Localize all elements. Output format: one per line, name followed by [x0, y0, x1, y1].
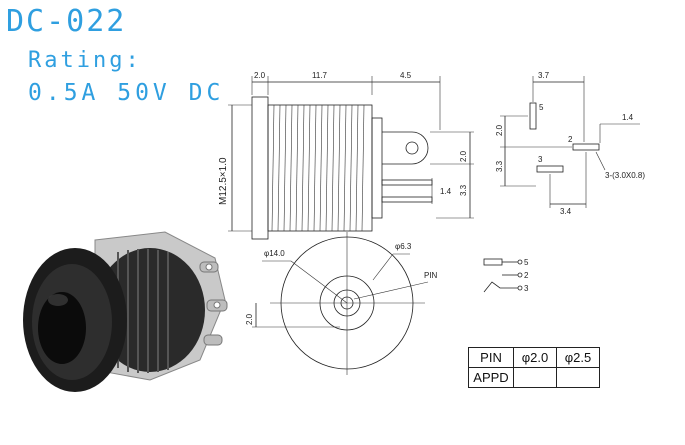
dim-inner: φ6.3 [395, 242, 412, 251]
dim-left-upper: 2.0 [495, 124, 504, 136]
pin-low-label: 3 [538, 155, 543, 164]
dim-lug: 4.5 [400, 71, 412, 80]
side-view [228, 76, 474, 240]
rating-value: 0.5A 50V DC [28, 80, 225, 106]
product-title: DC-022 [6, 4, 127, 39]
dim-outer: φ14.0 [264, 249, 285, 258]
table-cell [556, 367, 600, 388]
dim-front: 2.0 [254, 71, 266, 80]
schematic-pin-2: 2 [524, 271, 529, 280]
thread-label: M12.5×1.0 [218, 157, 229, 205]
pin-mid-label: 2 [568, 135, 573, 144]
dim-right: 1.4 [622, 113, 634, 122]
slot-label: 3-(3.0X0.8) [605, 171, 645, 180]
pin-label: PIN [424, 271, 438, 280]
table-header-phi20: φ2.0 [513, 347, 557, 368]
dim-left-lower: 3.3 [495, 160, 504, 172]
table-header-pin: PIN [468, 347, 514, 368]
table-cell [513, 367, 557, 388]
dim-offset: 2.0 [245, 313, 254, 325]
pin-table: PIN φ2.0 φ2.5 APPD [468, 347, 600, 388]
schematic-pin-3: 3 [524, 284, 529, 293]
rating-label: Rating: [28, 48, 142, 73]
dim-body: 11.7 [312, 71, 328, 80]
pcb-footprint [500, 76, 640, 208]
dim-lug-height: 2.0 [459, 150, 468, 162]
dim-top: 3.7 [538, 71, 550, 80]
pin-top-label: 5 [539, 103, 544, 112]
connector-photo [23, 231, 228, 392]
dim-bottom: 3.4 [560, 207, 572, 216]
table-header-phi25: φ2.5 [556, 347, 600, 368]
table-header-row: PIN φ2.0 φ2.5 [468, 347, 600, 368]
dim-pin-offset: 3.3 [459, 184, 468, 196]
dim-pin-width: 1.4 [440, 187, 452, 196]
schematic-symbol [483, 258, 523, 293]
table-row: APPD [468, 367, 600, 388]
schematic-pin-5: 5 [524, 258, 529, 267]
front-view [252, 232, 429, 375]
table-row-label: APPD [468, 367, 514, 388]
